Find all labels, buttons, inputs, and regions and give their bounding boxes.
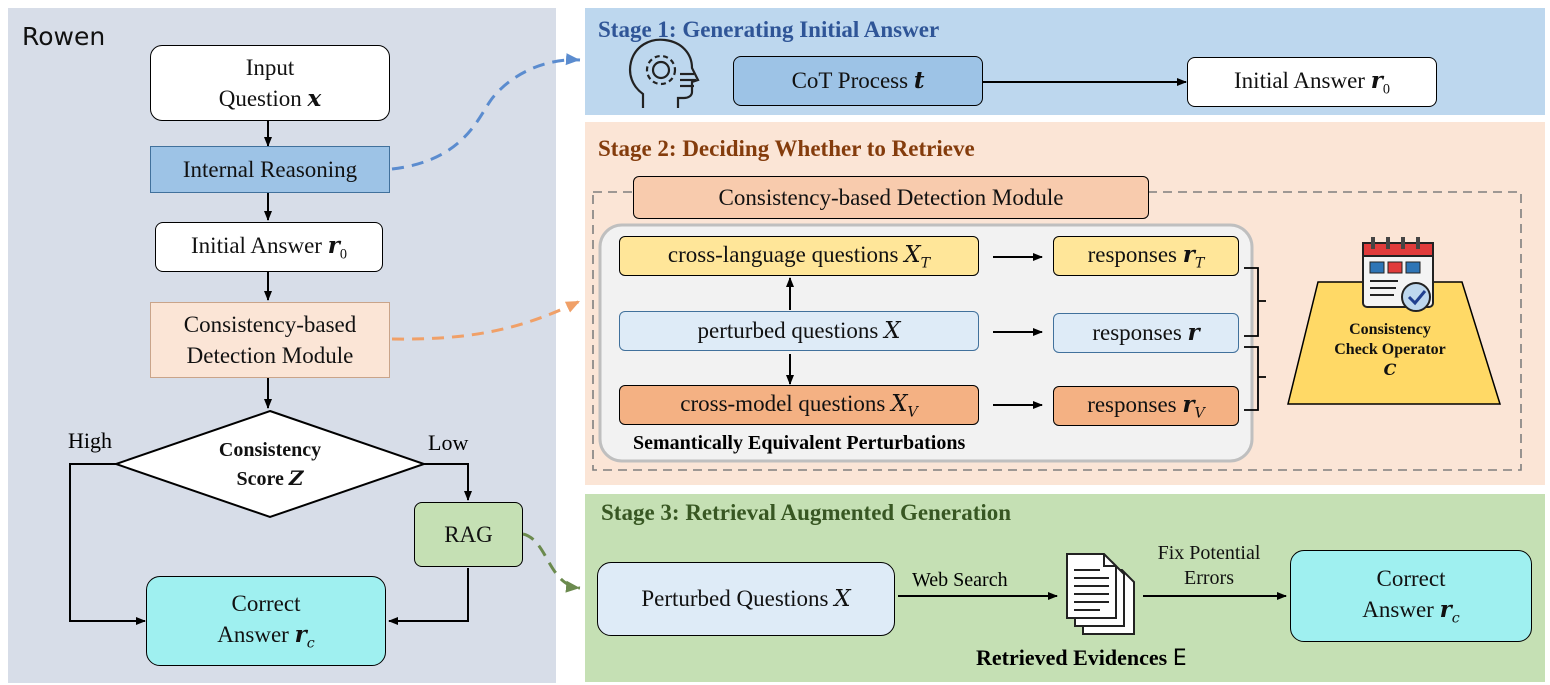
documents-icon [1066,553,1135,635]
crossmodel-questions-box[interactable]: cross-model questions XV [619,385,979,425]
perturbed-questions-label: perturbed questions X [697,317,901,344]
responses-label: responses r [1092,319,1200,347]
correct-answer-line1: Correct [231,591,301,617]
input-question-line1: Input [245,54,295,80]
stage3-title: Stage 3: Retrieval Augmented Generation [601,500,1012,525]
cot-process-label: CoT Process t [791,67,925,95]
high-label: High [68,428,112,453]
detection-module-box[interactable]: Consistency-based Detection Module [150,302,390,378]
retrieved-evidences-label: Retrieved Evidences E [976,645,1187,671]
rowen-title: Rowen [22,22,106,51]
stage3-correct-line1: Correct [1376,566,1446,592]
crosslang-questions-box[interactable]: cross-language questions XT [619,236,979,276]
crossmodel-questions-label: cross-model questions XV [680,390,918,421]
decision-diamond [112,409,428,519]
correct-answer-box[interactable]: Correct Answer rc [146,576,386,666]
detection-module-frame [592,191,1522,471]
initial-answer-label: Initial Answer r0 [191,231,347,263]
cot-process-box[interactable]: CoT Process t [733,56,983,106]
stage2-title: Stage 2: Deciding Whether to Retrieve [598,136,975,161]
low-label: Low [428,430,469,455]
stage1-initial-answer-label: Initial Answer r0 [1234,66,1390,98]
responses-v-box[interactable]: responses rV [1053,386,1239,426]
stage1-title: Stage 1: Generating Initial Answer [598,17,940,42]
stage3-correct-answer-box[interactable]: Correct Answer rc [1290,550,1532,642]
initial-answer-box[interactable]: Initial Answer r0 [155,222,383,272]
responses-t-box[interactable]: responses rT [1053,236,1239,276]
stage3-perturbed-label: Perturbed Questions X [641,585,851,612]
ai-head-gear-icon [628,38,700,108]
web-search-label: Web Search [912,569,1008,591]
correct-answer-line2: Answer rc [217,621,315,652]
internal-reasoning-box[interactable]: Internal Reasoning [150,146,390,193]
stage3-perturbed-box[interactable]: Perturbed Questions X [597,562,895,636]
rag-box[interactable]: RAG [414,502,523,567]
fix-errors-label: Fix Potential Errors [1157,542,1261,589]
detection-module-line2: Detection Module [186,343,354,368]
module-title-label: Consistency-based Detection Module [718,184,1064,210]
operator-label: Consistency Check Operator C [1334,321,1446,379]
stage1-initial-answer-box[interactable]: Initial Answer r0 [1187,57,1437,107]
stage3-correct-line2: Answer rc [1362,596,1460,627]
calendar-check-icon [1362,237,1434,312]
responses-t-label: responses rT [1087,240,1205,272]
input-question-line2: Question x [218,85,322,112]
input-question-box[interactable]: Input Question x [150,45,390,121]
consistency-score-label: Consistency Score Z [218,438,322,490]
sep-label: Semantically Equivalent Perturbations [633,432,966,454]
internal-reasoning-label: Internal Reasoning [182,156,358,182]
crosslang-questions-label: cross-language questions XT [667,241,931,272]
rag-label: RAG [444,521,493,547]
perturbed-questions-box[interactable]: perturbed questions X [619,311,979,351]
responses-box[interactable]: responses r [1053,313,1239,353]
module-title-box[interactable]: Consistency-based Detection Module [633,176,1149,219]
responses-v-label: responses rV [1087,390,1205,422]
detection-module-line1: Consistency-based [183,311,357,337]
